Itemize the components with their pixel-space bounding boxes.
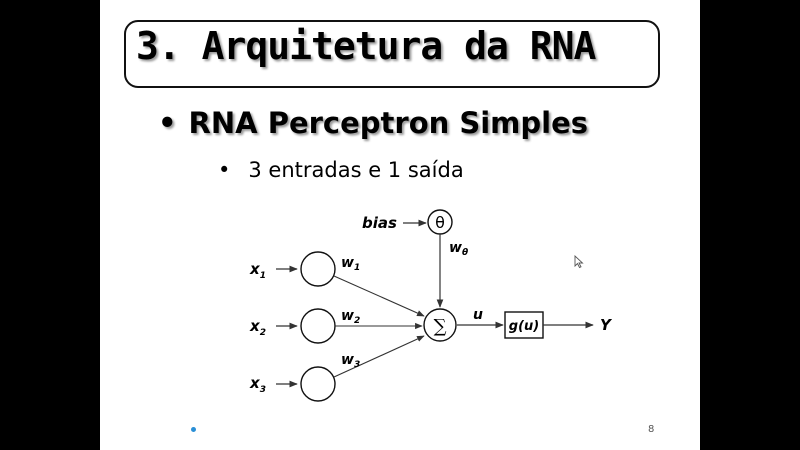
bullet-level-2-text: 3 entradas e 1 saída (248, 158, 464, 182)
screencast-o-matic-logo-icon (188, 424, 200, 435)
bullet-level-2: • 3 entradas e 1 saída (218, 158, 464, 182)
title-frame (124, 20, 660, 88)
weight-theta-label: wθ (449, 240, 468, 258)
bullet-level-1-text: RNA Perceptron Simples (188, 106, 589, 140)
slide-title: 3. Arquitetura da RNA (136, 24, 596, 68)
bullet-dot: • (158, 106, 177, 140)
watermark-line-1: RECORDED WITH (108, 418, 158, 424)
watermark-brand-a: SCREENCAST (108, 424, 187, 435)
bias-label: bias (362, 214, 397, 232)
page-number: 8 (648, 424, 655, 435)
input-x3-label: x3 (249, 374, 266, 395)
connection-w1 (333, 275, 425, 317)
watermark-brand-b: MATIC (201, 424, 239, 435)
sum-node (423, 308, 457, 342)
input-x2-label: x2 (249, 317, 266, 338)
bullet-dot: • (218, 158, 231, 182)
input-x1-label: x1 (249, 260, 266, 281)
sum-symbol: ∑ (434, 316, 447, 337)
bullet-level-1: • RNA Perceptron Simples (158, 106, 588, 140)
u-label: u (473, 307, 483, 323)
watermark-line-2: SCREENCAST MATIC (108, 424, 239, 435)
connection-w3 (333, 335, 425, 378)
perceptron-diagram: bias θ wθ x1 x2 x3 w1 w2 w3 ∑ u g(u) Y (249, 209, 613, 402)
weight-w3-label: w3 (341, 352, 360, 370)
input-node-3 (300, 366, 336, 402)
input-node-1 (300, 251, 336, 287)
activation-box (504, 311, 544, 339)
activation-label: g(u) (509, 319, 539, 334)
weight-w2-label: w2 (341, 308, 360, 326)
slide: 3. Arquitetura da RNA • RNA Perceptron Si… (100, 0, 700, 450)
weight-w1-label: w1 (341, 255, 360, 273)
output-label: Y (600, 316, 613, 334)
recording-watermark: RECORDED WITH SCREENCAST MATIC (108, 418, 239, 435)
theta-symbol: θ (435, 213, 445, 232)
mouse-cursor-icon (574, 255, 584, 269)
input-node-2 (300, 308, 336, 344)
